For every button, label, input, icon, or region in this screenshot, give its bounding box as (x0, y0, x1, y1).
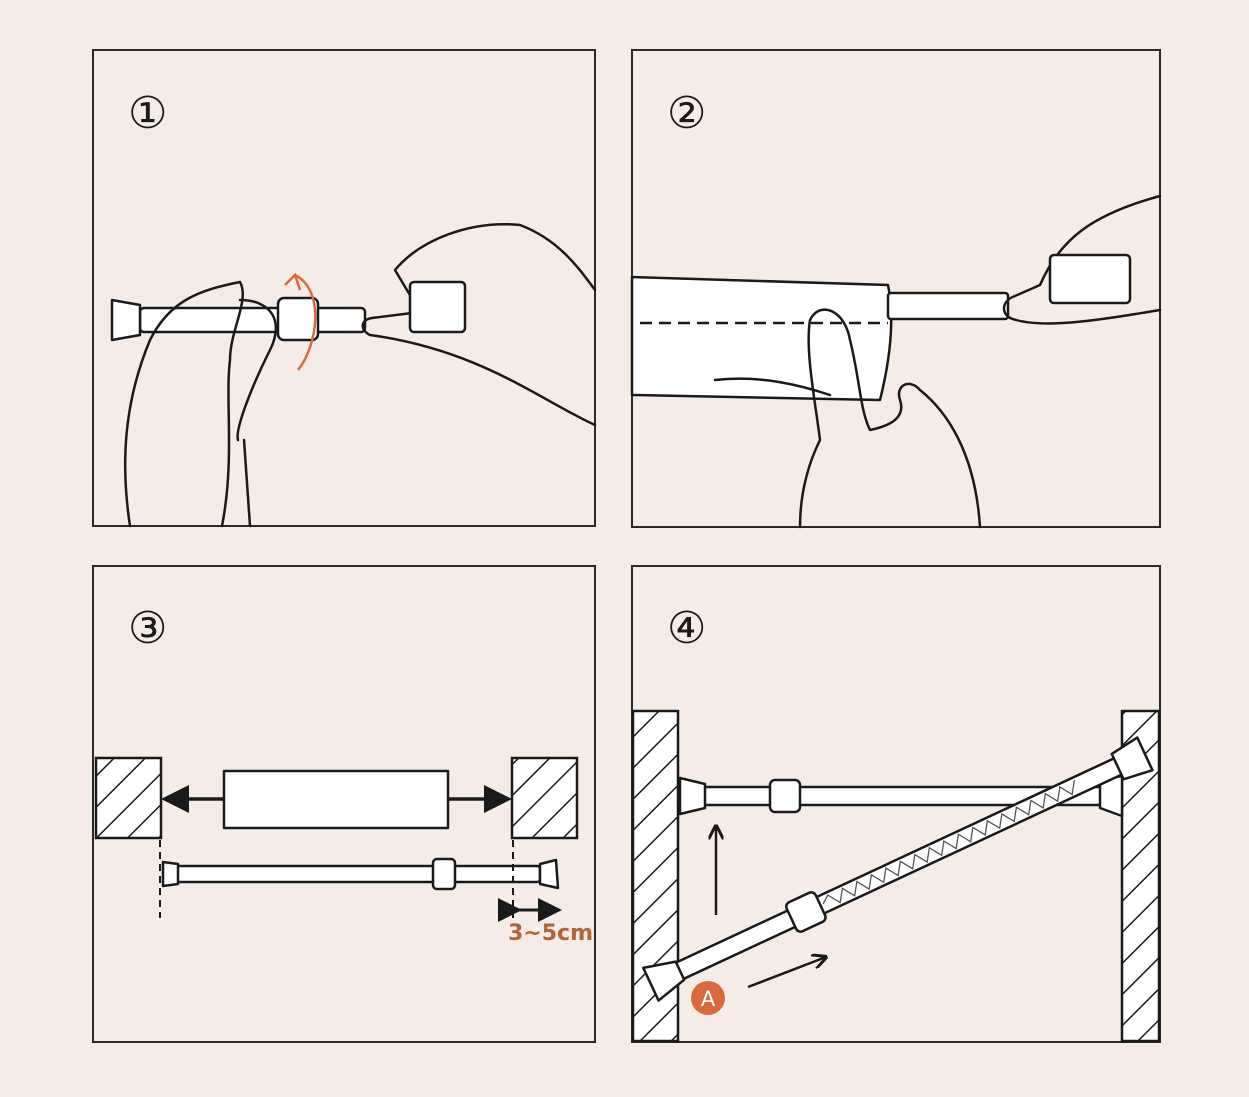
installed-rod (678, 774, 1124, 818)
step-4-panel: ④ A (631, 565, 1161, 1043)
step-3-number: ③ (128, 603, 167, 654)
step-1-number: ① (128, 88, 167, 139)
tilted-rod (642, 736, 1154, 1002)
step-2-panel: ② (630, 49, 1162, 529)
right-wall-block (510, 756, 579, 840)
right-hand-icon (361, 223, 597, 427)
marker-a-badge (691, 981, 725, 1015)
left-hand-icon (798, 308, 982, 529)
rotate-arrow-icon (294, 273, 317, 371)
right-hand-icon (1002, 194, 1162, 325)
left-hand-icon (123, 280, 245, 528)
step-4-number: ④ (667, 603, 706, 654)
gap-label: 3~5cm (508, 921, 593, 946)
marker-a-label: A (701, 987, 716, 1011)
curtain-fabric (630, 275, 893, 402)
step-2-number: ② (667, 88, 706, 139)
step-1-panel: ① (92, 49, 597, 528)
tension-rod (886, 291, 1010, 321)
tension-rod (161, 857, 560, 891)
left-wall-block (94, 756, 163, 840)
push-arrow (747, 957, 826, 989)
window-opening (222, 769, 450, 830)
step-3-panel: ③ 3~5cm (92, 565, 596, 1043)
